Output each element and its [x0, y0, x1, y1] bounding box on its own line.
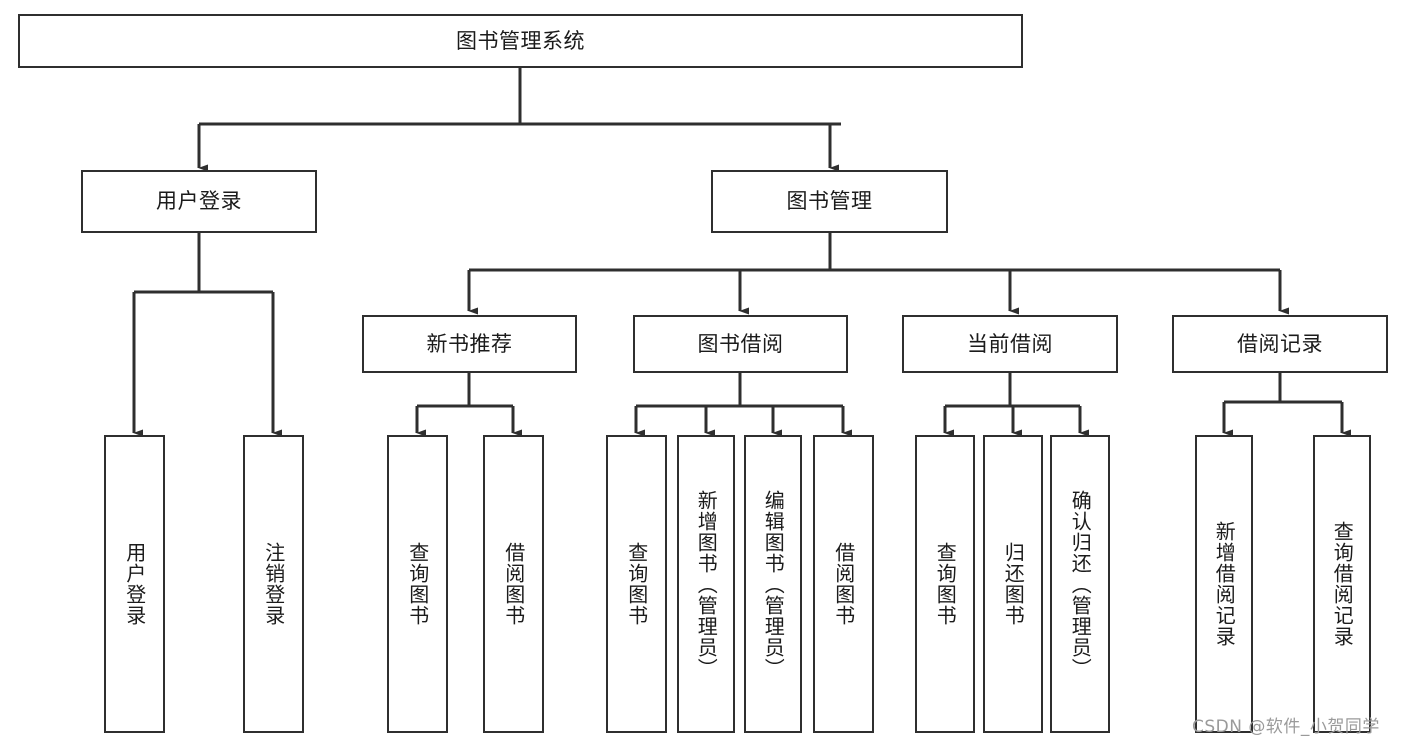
- leaf-borrow-query-book-label: 查询图书: [624, 542, 649, 626]
- leaf-current-query-book-label: 查询图书: [933, 542, 958, 626]
- node-book-management-label: 图书管理: [786, 189, 873, 213]
- leaf-borrow-add-book-admin-label: 新增图书（管理员）: [694, 489, 719, 679]
- leaf-borrow-edit-book-admin-label: 编辑图书（管理员）: [761, 489, 786, 679]
- leaf-borrow-add-book-admin[interactable]: 新增图书（管理员）: [677, 435, 735, 733]
- node-current-borrowing[interactable]: 当前借阅: [902, 315, 1118, 373]
- node-user-login[interactable]: 用户登录: [81, 170, 317, 233]
- leaf-borrow-borrow-book[interactable]: 借阅图书: [813, 435, 874, 733]
- leaf-new-book-borrow[interactable]: 借阅图书: [483, 435, 544, 733]
- node-root[interactable]: 图书管理系统: [18, 14, 1023, 68]
- node-book-management[interactable]: 图书管理: [711, 170, 948, 233]
- leaf-new-book-query-label: 查询图书: [405, 542, 430, 626]
- node-new-book-recommendation[interactable]: 新书推荐: [362, 315, 577, 373]
- leaf-borrow-query-book[interactable]: 查询图书: [606, 435, 667, 733]
- leaf-user-login-logout[interactable]: 注销登录: [243, 435, 304, 733]
- node-borrowing-record-label: 借阅记录: [1237, 331, 1323, 356]
- node-root-label: 图书管理系统: [456, 28, 585, 53]
- leaf-new-book-borrow-label: 借阅图书: [501, 542, 526, 626]
- leaf-record-query[interactable]: 查询借阅记录: [1313, 435, 1371, 733]
- leaf-record-add[interactable]: 新增借阅记录: [1195, 435, 1253, 733]
- node-book-borrowing[interactable]: 图书借阅: [633, 315, 848, 373]
- leaf-record-add-label: 新增借阅记录: [1212, 521, 1237, 647]
- leaf-record-query-label: 查询借阅记录: [1330, 521, 1355, 647]
- leaf-current-return-book-label: 归还图书: [1001, 542, 1026, 626]
- leaf-user-login-logout-label: 注销登录: [261, 542, 286, 626]
- watermark-text: CSDN @软件_小贺同学: [1192, 717, 1380, 737]
- leaf-user-login-signin-label: 用户登录: [122, 542, 147, 626]
- leaf-user-login-signin[interactable]: 用户登录: [104, 435, 165, 733]
- leaf-current-query-book[interactable]: 查询图书: [915, 435, 975, 733]
- node-current-borrowing-label: 当前借阅: [967, 331, 1053, 356]
- leaf-new-book-query[interactable]: 查询图书: [387, 435, 448, 733]
- leaf-borrow-borrow-book-label: 借阅图书: [831, 542, 856, 626]
- leaf-current-return-book[interactable]: 归还图书: [983, 435, 1043, 733]
- node-new-book-recommendation-label: 新书推荐: [426, 331, 513, 356]
- leaf-borrow-edit-book-admin[interactable]: 编辑图书（管理员）: [744, 435, 802, 733]
- leaf-current-confirm-return-admin-label: 确认归还（管理员）: [1068, 489, 1093, 679]
- leaf-current-confirm-return-admin[interactable]: 确认归还（管理员）: [1050, 435, 1110, 733]
- node-borrowing-record[interactable]: 借阅记录: [1172, 315, 1388, 373]
- node-user-login-label: 用户登录: [156, 189, 242, 213]
- node-book-borrowing-label: 图书借阅: [697, 331, 784, 356]
